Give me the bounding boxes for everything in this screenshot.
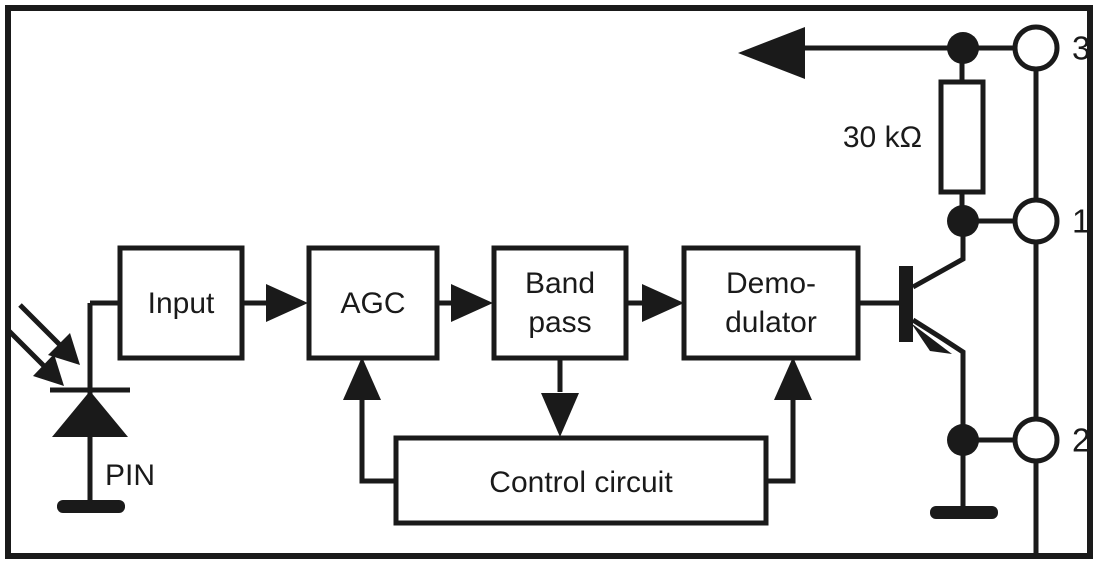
pin-terminal-3[interactable]: 3: [1012, 24, 1090, 72]
bandpass-label-line2: pass: [528, 306, 591, 339]
diode-ground-symbol: [57, 500, 125, 513]
light-arrow-icon-2: [6, 328, 64, 386]
arrow-input-to-agc: [242, 284, 308, 322]
control-circuit-label: Control circuit: [489, 466, 673, 499]
module-outline: [5, 5, 1093, 559]
pin2-number: 2: [1072, 422, 1090, 459]
supply-rail: [738, 27, 1015, 79]
pin-terminal-2[interactable]: 2: [1012, 416, 1090, 464]
resistor-value-label: 30 kΩ: [843, 121, 922, 154]
block-bandpass: Band pass: [491, 245, 629, 361]
pin3-circle[interactable]: [1012, 24, 1060, 72]
pin-diode-label: PIN: [105, 459, 155, 492]
transistor-ground-symbol: [930, 506, 998, 519]
arrow-bandpass-to-control: [541, 358, 579, 437]
junction-dot-gnd: [947, 424, 979, 456]
demodulator-box: [681, 245, 861, 361]
control-circuit-box: [393, 435, 769, 526]
bandpass-box: [491, 245, 629, 361]
demodulator-label-line2: dulator: [725, 306, 817, 339]
pin-terminal-1[interactable]: 1: [1012, 197, 1090, 245]
light-arrow-icon-1: [18, 303, 80, 365]
agc-label: AGC: [340, 287, 405, 320]
pin-rail: [963, 48, 1039, 556]
block-input: Input: [117, 245, 245, 361]
input-label: Input: [148, 287, 215, 320]
pin-photodiode: PIN: [6, 300, 155, 513]
transistor-base-bar: [899, 266, 913, 342]
arrow-control-to-demodulator: [766, 357, 812, 484]
demodulator-label-line1: Demo-: [726, 267, 816, 300]
bandpass-label-line1: Band: [525, 267, 595, 300]
supply-arrow-icon: [738, 27, 805, 79]
resistor-body: [938, 79, 986, 195]
junction-dot-out: [947, 205, 979, 237]
resistor-30k: 30 kΩ: [843, 48, 986, 221]
arrow-control-to-agc: [343, 357, 396, 484]
block-control-circuit: Control circuit: [393, 435, 769, 526]
pin3-number: 3: [1072, 30, 1090, 67]
block-agc: AGC: [306, 245, 440, 361]
diode-anode-triangle: [52, 391, 128, 437]
npn-transistor: [858, 221, 998, 519]
arrow-bandpass-to-demodulator: [626, 284, 684, 322]
pin1-circle[interactable]: [1012, 197, 1060, 245]
input-box: [117, 245, 245, 361]
pin1-number: 1: [1072, 203, 1090, 240]
transistor-emitter-lead: [911, 317, 966, 440]
transistor-emitter-arrow: [911, 323, 952, 354]
block-demodulator: Demo- dulator: [681, 245, 861, 361]
pin2-circle[interactable]: [1012, 416, 1060, 464]
arrow-agc-to-bandpass: [437, 284, 493, 322]
junction-dot-vs: [947, 32, 979, 64]
